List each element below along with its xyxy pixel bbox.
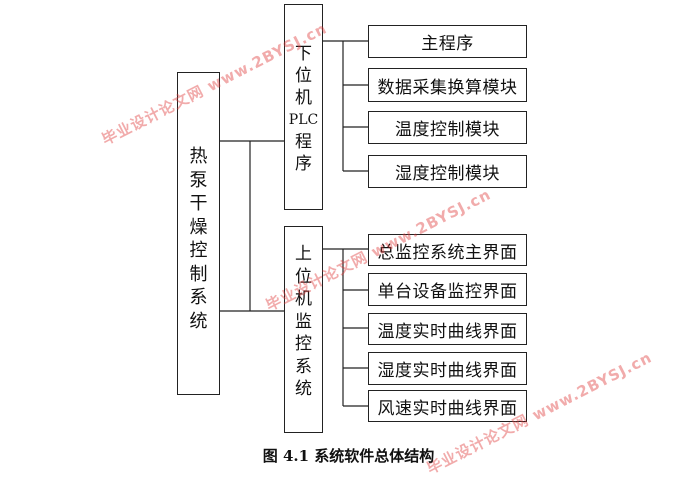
- leaf-node: 湿度控制模块: [368, 155, 527, 188]
- root-label-char: 系: [189, 287, 208, 308]
- root-label-char: 燥: [189, 216, 208, 238]
- branch-label-char: PLC: [288, 112, 319, 128]
- branch-label-char: 统: [295, 379, 312, 399]
- branch-label-char: 系: [295, 356, 312, 377]
- branch-node-plc: 下 位 机 PLC 程 序: [284, 4, 323, 210]
- leaf-node: 总监控系统主界面: [368, 234, 527, 266]
- branch-label-char: 程: [295, 132, 312, 152]
- root-label-char: 热: [189, 146, 208, 167]
- branch-label-char: 控: [295, 334, 312, 354]
- root-label-char: 泵: [189, 169, 208, 191]
- root-node-label: 热泵干燥控制系统: [178, 145, 219, 333]
- leaf-node: 风速实时曲线界面: [368, 390, 527, 422]
- root-label-char: 统: [189, 310, 208, 332]
- branch-label-char: 位: [295, 66, 312, 86]
- branch-label-char: 上: [295, 244, 312, 264]
- branch-label-char: 机: [295, 289, 312, 309]
- branch-label-char: 监: [295, 311, 312, 332]
- branch-node-monitor-label: 上 位 机 监 控 系 统: [285, 243, 322, 401]
- figure-caption: 图 4.1 系统软件总体结构: [262, 447, 435, 465]
- branch-label-char: 位: [295, 266, 312, 287]
- branch-label-char: 机: [295, 88, 312, 108]
- root-label-char: 干: [189, 193, 208, 214]
- leaf-node: 温度实时曲线界面: [368, 313, 527, 345]
- branch-label-char: 序: [295, 154, 312, 174]
- root-label-char: 制: [189, 263, 208, 285]
- branch-label-char: 下: [295, 44, 312, 64]
- root-node: 热泵干燥控制系统: [177, 72, 220, 395]
- leaf-node: 主程序: [368, 25, 527, 58]
- leaf-node: 温度控制模块: [368, 111, 527, 144]
- leaf-node: 湿度实时曲线界面: [368, 352, 527, 385]
- root-label-char: 控: [189, 240, 208, 261]
- leaf-node: 单台设备监控界面: [368, 273, 527, 306]
- branch-node-monitor: 上 位 机 监 控 系 统: [284, 226, 323, 433]
- branch-node-plc-label: 下 位 机 PLC 程 序: [285, 43, 322, 175]
- leaf-node: 数据采集换算模块: [368, 68, 527, 102]
